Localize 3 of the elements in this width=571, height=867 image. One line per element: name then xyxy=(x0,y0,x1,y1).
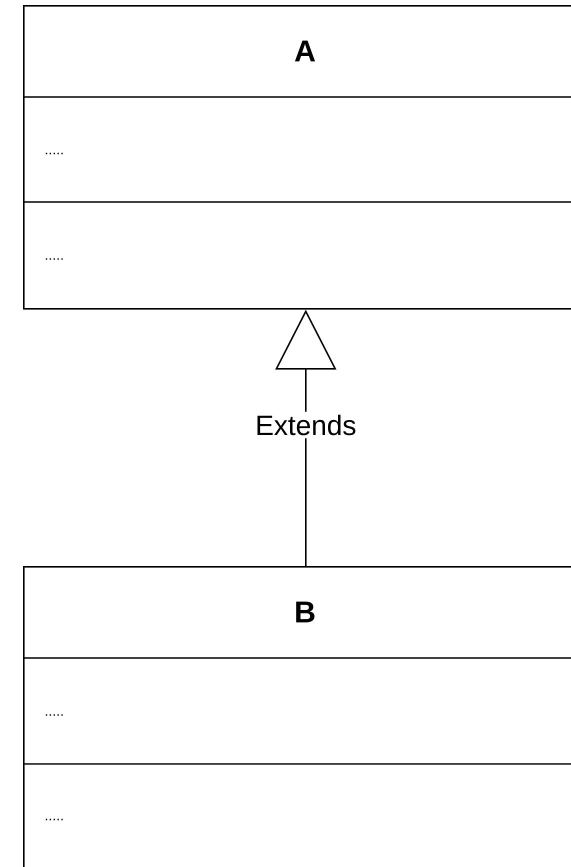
class-box: B ..... ..... xyxy=(23,566,571,867)
edge-label: Extends xyxy=(252,412,360,438)
class-box: A ..... ..... xyxy=(23,5,571,310)
